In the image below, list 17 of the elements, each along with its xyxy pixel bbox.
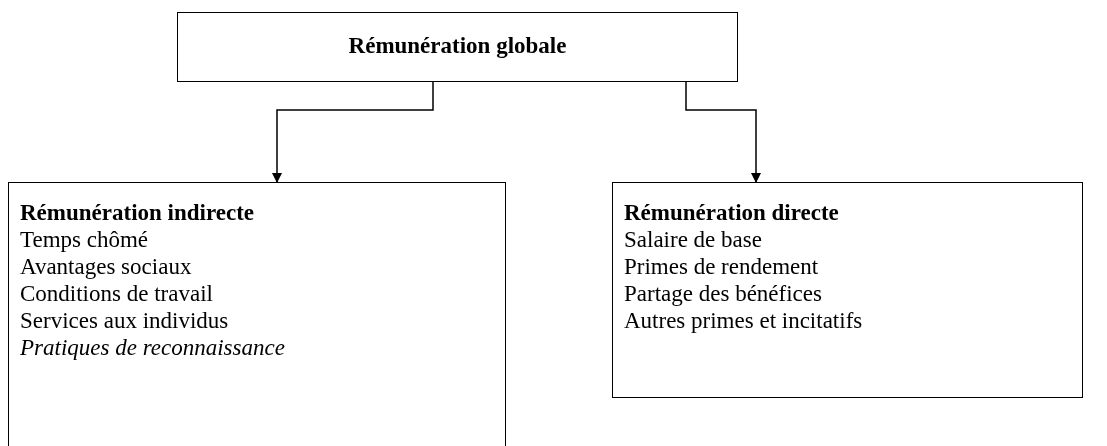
text-box xyxy=(612,182,1083,398)
arrow xyxy=(272,81,434,183)
heading: Rémunération indirecte xyxy=(20,199,254,226)
arrow xyxy=(685,81,761,183)
list-item: Autres primes et incitatifs xyxy=(624,307,863,334)
list-item: Temps chômé xyxy=(20,226,149,253)
list-item: Partage des bénéfices xyxy=(624,280,822,307)
text-box xyxy=(8,182,506,446)
text-box xyxy=(177,12,738,82)
list-item: Services aux individus xyxy=(20,307,229,334)
list-item: Conditions de travail xyxy=(20,280,213,307)
heading: Rémunération directe xyxy=(624,199,839,226)
list-item: Pratiques de reconnaissance xyxy=(20,334,285,361)
list-item: Primes de rendement xyxy=(624,253,819,280)
list-item: Salaire de base xyxy=(624,226,762,253)
list-item: Avantages sociaux xyxy=(20,253,192,280)
heading: Rémunération globale xyxy=(348,32,567,59)
